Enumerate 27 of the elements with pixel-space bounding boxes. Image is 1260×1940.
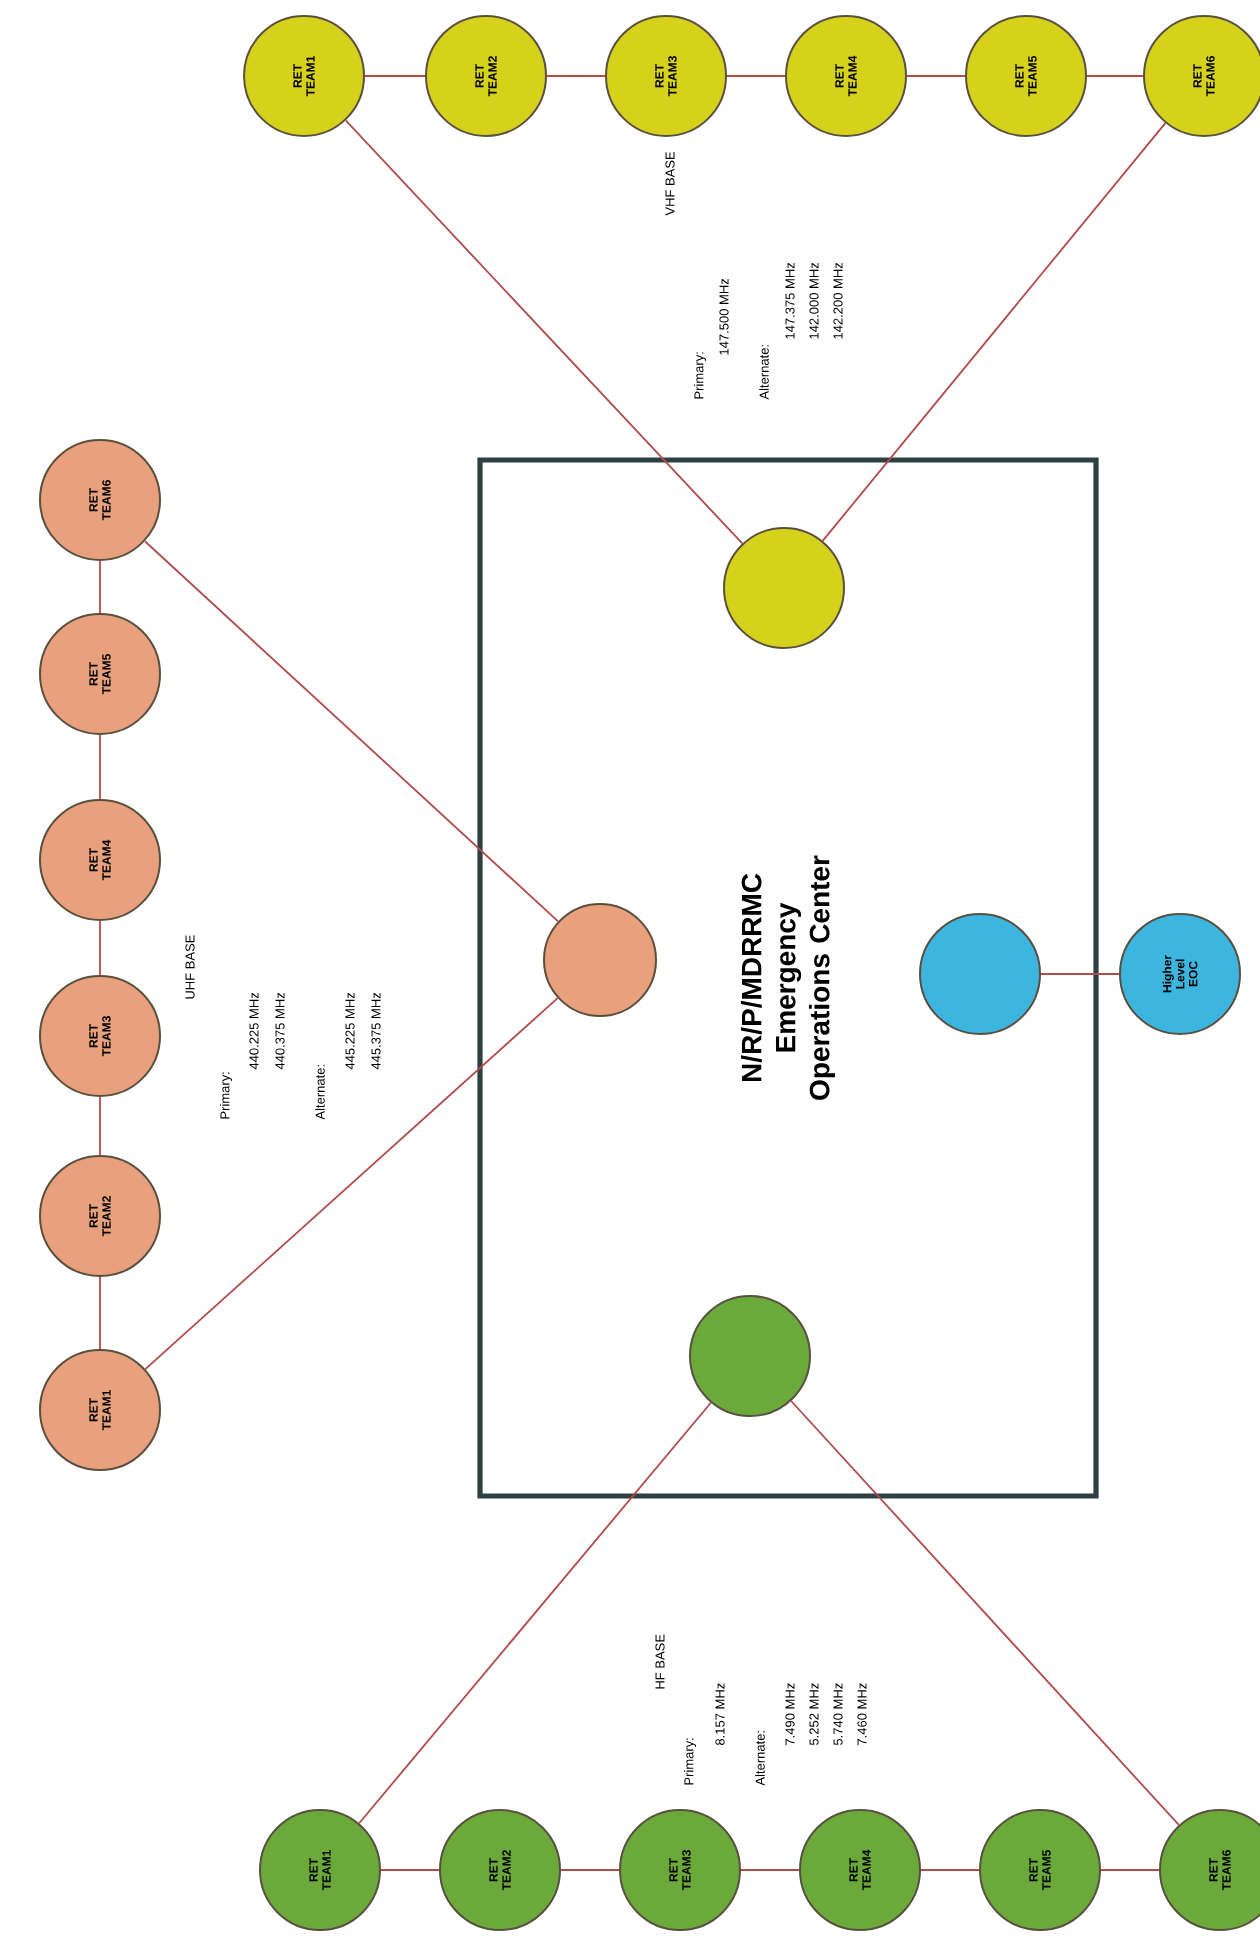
connector-line	[99, 560, 101, 614]
connector-line	[906, 75, 966, 77]
connector-line	[99, 1276, 101, 1350]
connector-line	[99, 734, 101, 800]
connector-line	[1100, 1869, 1160, 1871]
connector-line	[358, 1401, 712, 1825]
connector-line	[380, 1869, 440, 1871]
connector-line	[144, 997, 559, 1371]
connector-line	[344, 119, 744, 545]
connector-line	[740, 1869, 800, 1871]
operations-center-box: N/R/P/MDRRMC Emergency Operations Center	[477, 457, 1099, 1499]
connector-line	[546, 75, 606, 77]
connector-line	[99, 920, 101, 976]
hub-circle	[543, 903, 657, 1017]
connector-line	[560, 1869, 620, 1871]
connector-line	[99, 1096, 101, 1156]
connector-line	[821, 122, 1167, 542]
hub-circle	[723, 527, 845, 649]
connector-line	[364, 75, 426, 77]
connector-line	[144, 540, 559, 923]
connector-line	[1040, 973, 1120, 975]
hub-circle	[689, 1295, 811, 1417]
connector-line	[790, 1400, 1180, 1826]
connector-line	[1086, 75, 1144, 77]
hub-circle	[919, 913, 1041, 1035]
connector-line	[920, 1869, 980, 1871]
connector-line	[726, 75, 786, 77]
